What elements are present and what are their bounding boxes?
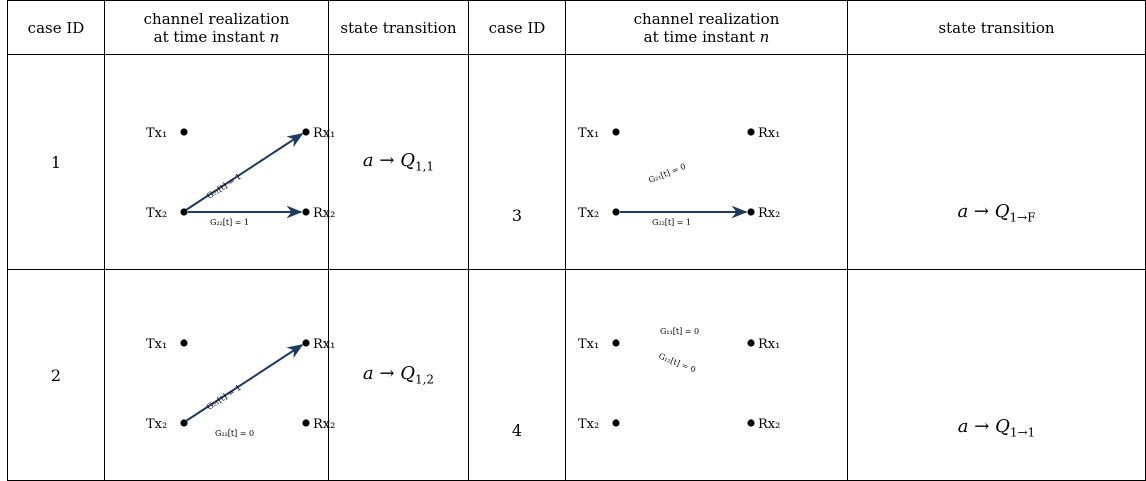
- tx1-node: [612, 128, 620, 136]
- rx1-label: Rx₁: [313, 126, 335, 141]
- header-channel-2: channel realization at time instant n: [565, 0, 848, 55]
- header-case-id: case ID: [7, 0, 105, 55]
- rx2-label: Rx₂: [313, 206, 335, 221]
- table-row: 1 Tx₁ Tx₂ Rx₁ Rx₂: [7, 54, 1146, 270]
- channel-diagram-cell: Tx₁ Tx₂ Rx₁ Rx₂ G₂₁[t] = 1 G₂₂[t] = 0: [104, 269, 335, 481]
- case-id-2: 2: [50, 365, 62, 385]
- gain-label-g21: G₂₁[t] = 1: [205, 172, 243, 201]
- tx1-node: [180, 128, 188, 136]
- table-row: 2 Tx₁ Tx₂ Rx₁ Rx₂: [7, 269, 1146, 481]
- rx1-node: [302, 128, 310, 136]
- state-transition-cell: a → Q1,1: [328, 54, 469, 270]
- rx2-label: Rx₂: [758, 206, 780, 221]
- rx1-label: Rx₁: [313, 337, 335, 352]
- header-state-transition-text: state transition: [340, 18, 457, 37]
- channel-diagram-case-4: Tx₁ Tx₂ Rx₁ Rx₂ G₁₁[t] = 0 G₁₂[t] = 0: [578, 327, 780, 432]
- rx1-label: Rx₁: [758, 337, 780, 352]
- tx2-label: Tx₂: [578, 206, 599, 221]
- channel-diagram-case-2: Tx₁ Tx₂ Rx₁ Rx₂ G₂₁[t] = 1 G₂₂[t] = 0: [146, 337, 335, 438]
- tx2-node: [612, 208, 620, 216]
- header-state-transition-2-text: state transition: [938, 18, 1055, 37]
- state-transition-cell: a → Q1,2: [328, 269, 469, 481]
- tx2-label: Tx₂: [146, 206, 167, 221]
- gain-label-g21: G₂₁[t] = 0: [647, 162, 687, 185]
- state-transition-1: a → Q1,1: [362, 150, 435, 174]
- gain-label-g22: G₂₂[t] = 0: [215, 429, 254, 438]
- rx2-node: [747, 419, 755, 427]
- link-tx2-rx1: [185, 133, 304, 211]
- rx2-node: [302, 419, 310, 427]
- tx1-label: Tx₁: [578, 337, 599, 352]
- case-id-4: 4: [511, 421, 523, 440]
- channel-diagram-cell: Tx₁ Tx₂ Rx₁ Rx₂ G₁₁[t] = 0 G₁₂[t] = 0: [565, 269, 848, 481]
- gain-label-g12: G₁₂[t] = 0: [657, 352, 697, 375]
- rx1-node: [302, 339, 310, 347]
- header-channel-2-line1: channel realization: [633, 9, 780, 28]
- gain-label-g22: G₂₂[t] = 1: [210, 218, 249, 227]
- rx2-node: [302, 208, 310, 216]
- state-transition-cell: a → Q1→1: [847, 269, 1146, 481]
- gain-label-g22: G₂₂[t] = 1: [652, 218, 691, 227]
- rx1-label: Rx₁: [758, 126, 780, 141]
- link-tx2-rx1: [185, 344, 304, 422]
- tx2-node: [180, 419, 188, 427]
- tx1-label: Tx₁: [578, 126, 599, 141]
- header-case-id-2: case ID: [468, 0, 566, 55]
- channel-diagram-case-3: Tx₁ Tx₂ Rx₁ Rx₂ G₂₁[t] = 0 G₂₂[t] = 1: [578, 126, 780, 227]
- tx1-node: [180, 339, 188, 347]
- tx2-label: Tx₂: [146, 417, 167, 432]
- state-transition-4: a → Q1→1: [957, 416, 1036, 440]
- header-state-transition: state transition: [328, 0, 469, 55]
- header-channel-2-var: n: [759, 27, 770, 46]
- state-transition-2: a → Q1,2: [362, 363, 435, 387]
- header-channel-line1: channel realization: [143, 9, 290, 28]
- rx2-label: Rx₂: [313, 417, 335, 432]
- header-channel-line2: at time instant: [153, 27, 265, 46]
- state-transition-cell: a → Q1→F: [847, 54, 1146, 270]
- channel-diagram-cell: Tx₁ Tx₂ Rx₁ Rx₂ G₂₁[t] = 0 G₂₂[t] = 1: [565, 54, 848, 270]
- header-channel-var: n: [269, 27, 280, 46]
- tx2-label: Tx₂: [578, 417, 599, 432]
- header-case-id-2-text: case ID: [488, 18, 546, 37]
- gain-label-g21: G₂₁[t] = 1: [205, 383, 243, 412]
- tx2-node: [612, 419, 620, 427]
- tx2-node: [180, 208, 188, 216]
- case-id-cell: 2: [7, 269, 105, 481]
- header-channel: channel realization at time instant n: [104, 0, 329, 55]
- tx1-label: Tx₁: [146, 337, 167, 352]
- rx1-node: [747, 339, 755, 347]
- case-table: case ID channel realization at time inst…: [7, 0, 1146, 481]
- header-channel-2-line2: at time instant: [643, 27, 755, 46]
- case-id-cell: 4: [468, 269, 566, 481]
- header-case-id-text: case ID: [27, 18, 85, 37]
- channel-diagram-cell: Tx₁ Tx₂ Rx₁ Rx₂ G₂₁[t] = 1 G₂₂[t] = 1: [104, 54, 335, 270]
- header-state-transition-2: state transition: [847, 0, 1146, 55]
- case-id-cell: 3: [468, 54, 566, 270]
- tx1-label: Tx₁: [146, 126, 167, 141]
- rx2-node: [747, 208, 755, 216]
- rx1-node: [747, 128, 755, 136]
- tx1-node: [612, 339, 620, 347]
- case-id-cell: 1: [7, 54, 105, 270]
- channel-diagram-case-1: Tx₁ Tx₂ Rx₁ Rx₂ G₂₁[t] = 1 G₂₂[t] = 1: [146, 126, 335, 227]
- case-id-1: 1: [50, 152, 62, 172]
- gain-label-g11: G₁₁[t] = 0: [660, 327, 699, 336]
- header-row: case ID channel realization at time inst…: [7, 0, 1146, 55]
- state-transition-3: a → Q1→F: [957, 201, 1036, 225]
- rx2-label: Rx₂: [758, 417, 780, 432]
- case-id-3: 3: [511, 206, 523, 225]
